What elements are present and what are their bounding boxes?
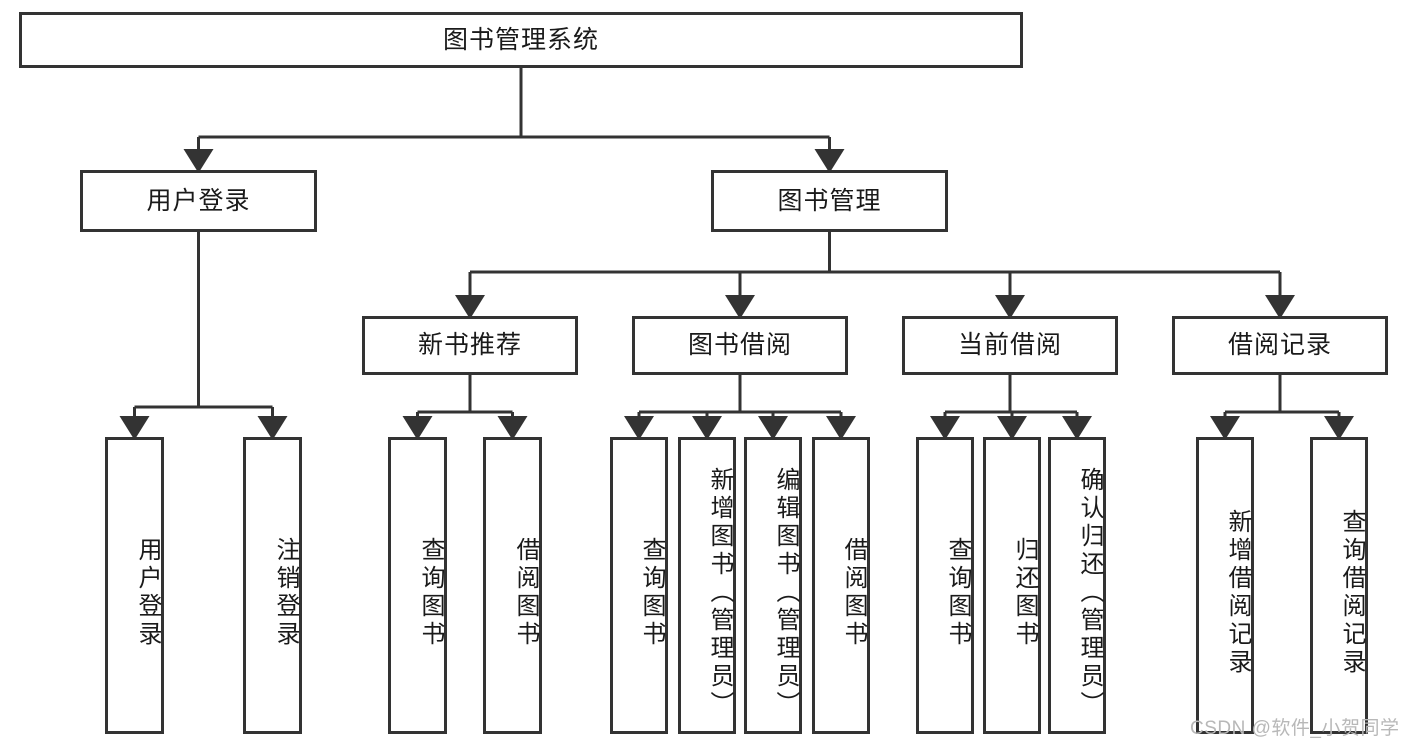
leaf-borrow-books-recommend[interactable]: 借阅图书 <box>483 437 542 734</box>
node-borrow-records[interactable]: 借阅记录 <box>1172 316 1388 375</box>
csdn-watermark: CSDN @软件_小贺同学 <box>1190 718 1400 739</box>
leaf-add-borrow-record[interactable]: 新增借阅记录 <box>1196 437 1254 734</box>
leaf-add-book-admin[interactable]: 新增图书（管理员） <box>678 437 736 734</box>
leaf-confirm-return-admin[interactable]: 确认归还（管理员） <box>1048 437 1106 734</box>
leaf-user-login[interactable]: 用户登录 <box>105 437 164 734</box>
node-root-system[interactable]: 图书管理系统 <box>19 12 1023 68</box>
node-user-login[interactable]: 用户登录 <box>80 170 317 232</box>
node-new-book-recommend[interactable]: 新书推荐 <box>362 316 578 375</box>
node-current-borrow[interactable]: 当前借阅 <box>902 316 1118 375</box>
leaf-return-book[interactable]: 归还图书 <box>983 437 1041 734</box>
leaf-query-borrow-record[interactable]: 查询借阅记录 <box>1310 437 1368 734</box>
leaf-query-books-borrow[interactable]: 查询图书 <box>610 437 668 734</box>
leaf-edit-book-admin[interactable]: 编辑图书（管理员） <box>744 437 802 734</box>
node-book-borrow[interactable]: 图书借阅 <box>632 316 848 375</box>
leaf-query-books-current[interactable]: 查询图书 <box>916 437 974 734</box>
node-book-management[interactable]: 图书管理 <box>711 170 948 232</box>
leaf-logout[interactable]: 注销登录 <box>243 437 302 734</box>
leaf-query-books-recommend[interactable]: 查询图书 <box>388 437 447 734</box>
leaf-borrow-book[interactable]: 借阅图书 <box>812 437 870 734</box>
